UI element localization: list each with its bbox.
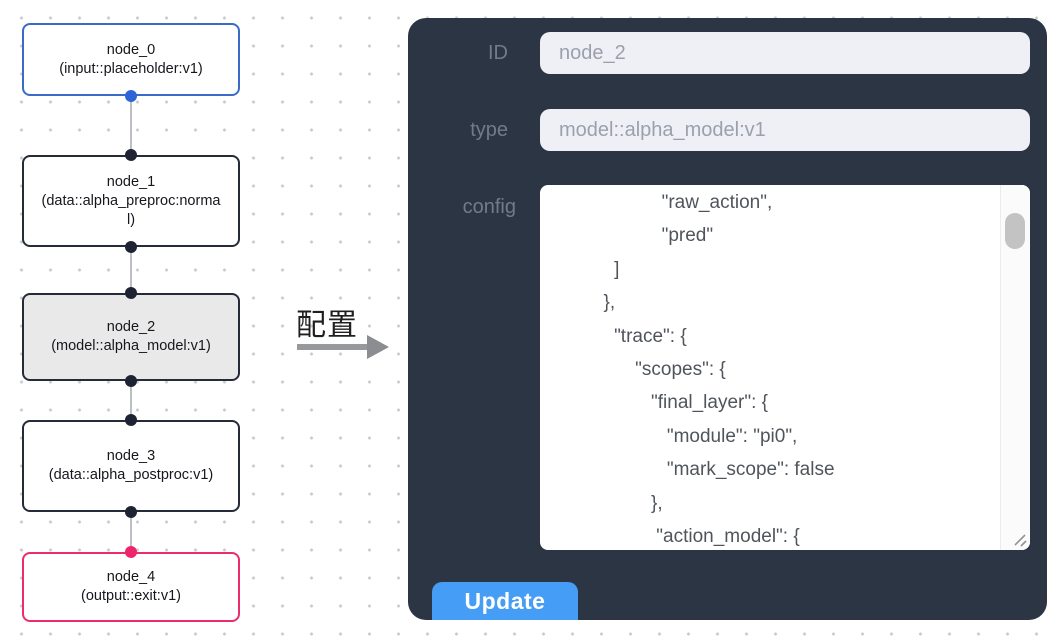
handle-node0-out[interactable] [125,90,137,102]
handle-node2-out[interactable] [125,375,137,387]
config-textarea[interactable]: "raw_action", "pred" ] }, "trace": { "sc… [540,185,1030,550]
node-0-type: (input::placeholder:v1) [59,60,203,77]
handle-node4-in[interactable] [125,546,137,558]
config-scrollbar-thumb[interactable] [1005,213,1025,249]
edge-node1-node2 [130,247,132,293]
right-arrow-icon [297,335,389,359]
config-scrollbar[interactable] [1000,185,1030,550]
node-0[interactable]: node_0 (input::placeholder:v1) [22,23,240,96]
node-3-name: node_3 [106,448,156,464]
type-input[interactable] [540,109,1030,151]
node-4[interactable]: node_4 (output::exit:v1) [22,552,240,622]
handle-node2-in[interactable] [125,287,137,299]
node-4-name: node_4 [106,569,156,585]
node-3-type: (data::alpha_postproc:v1) [48,467,214,483]
update-button[interactable]: Update [432,582,578,620]
node-1-type: (data::alpha_preproc:normal) [41,192,221,228]
id-label: ID [488,42,508,64]
node-2-selected[interactable]: node_2 (model::alpha_model:v1) [22,293,240,381]
edge-node2-node3 [130,381,132,420]
transition-label: 配置 [296,309,358,342]
node-2-name: node_2 [106,319,156,335]
node-0-name: node_0 [106,41,156,58]
handle-node3-in[interactable] [125,414,137,426]
handle-node1-in[interactable] [125,149,137,161]
handle-node3-out[interactable] [125,506,137,518]
node-3[interactable]: node_3 (data::alpha_postproc:v1) [22,420,240,512]
id-input[interactable] [540,32,1030,74]
handle-node1-out[interactable] [125,241,137,253]
edge-node3-node4 [130,512,132,552]
edge-node0-node1 [130,96,132,155]
config-label: config [462,196,516,218]
node-1-name: node_1 [106,173,156,190]
node-config-panel: ID type config "raw_action", "pred" ] },… [408,18,1047,620]
node-1[interactable]: node_1 (data::alpha_preproc:normal) [22,155,240,247]
node-4-type: (output::exit:v1) [81,588,181,604]
type-label: type [470,119,508,141]
resize-grip-icon[interactable] [1010,530,1028,548]
config-json-text: "raw_action", "pred" ] }, "trace": { "sc… [603,192,835,548]
node-2-type: (model::alpha_model:v1) [51,338,211,354]
